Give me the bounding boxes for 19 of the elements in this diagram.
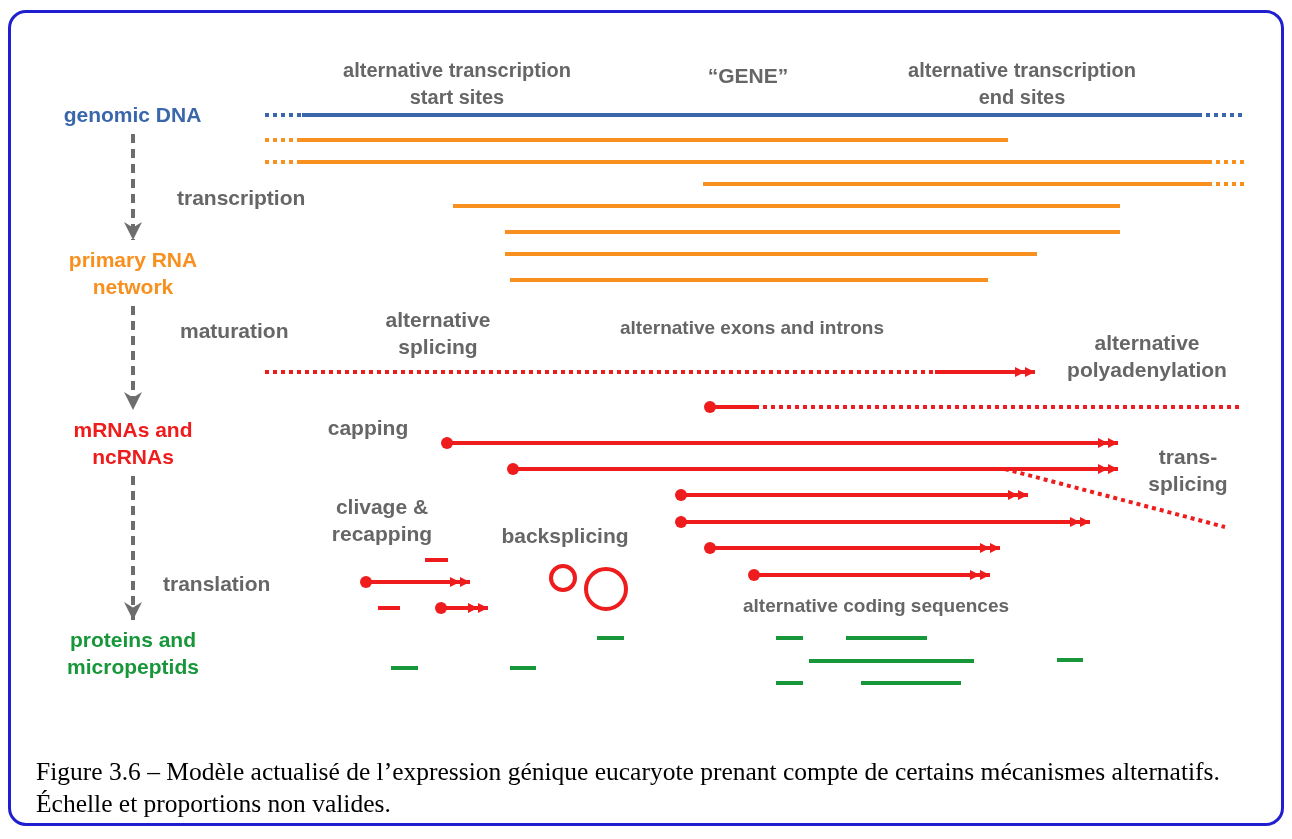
annotation-text: alternative splicing	[384, 307, 492, 360]
annotation-text: clivage & recapping	[330, 494, 434, 547]
dashed-arrow	[124, 476, 142, 620]
dashed-arrow	[124, 134, 142, 240]
annotation-text: alternative polyadenylation	[1066, 330, 1228, 383]
annotation-text: capping	[326, 415, 410, 441]
figure-caption: Figure 3.6 – Modèle actualisé de l’expression génique eucaryote prenant compte de certains mécanismes alternatifs. Échelle et proportions non valides.	[36, 756, 1221, 820]
annotation-text: trans-splicing	[1147, 444, 1229, 497]
annotation-text: alternative transcription end sites	[907, 58, 1137, 110]
stage-label: mRNAs and ncRNAs	[40, 416, 226, 470]
annotation-text: alternative transcription start sites	[342, 58, 572, 110]
stage-label: genomic DNA	[40, 101, 225, 128]
annotation-text: alternative exons and introns	[619, 316, 885, 340]
stage-label: proteins and micropeptids	[40, 626, 226, 680]
dashed-arrow	[124, 306, 142, 410]
annotation-text: alternative coding sequences	[741, 594, 1011, 618]
annotation-text: backsplicing	[500, 523, 630, 549]
stage-label: primary RNA network	[40, 246, 226, 300]
annotation-text: “GENE”	[706, 63, 790, 89]
